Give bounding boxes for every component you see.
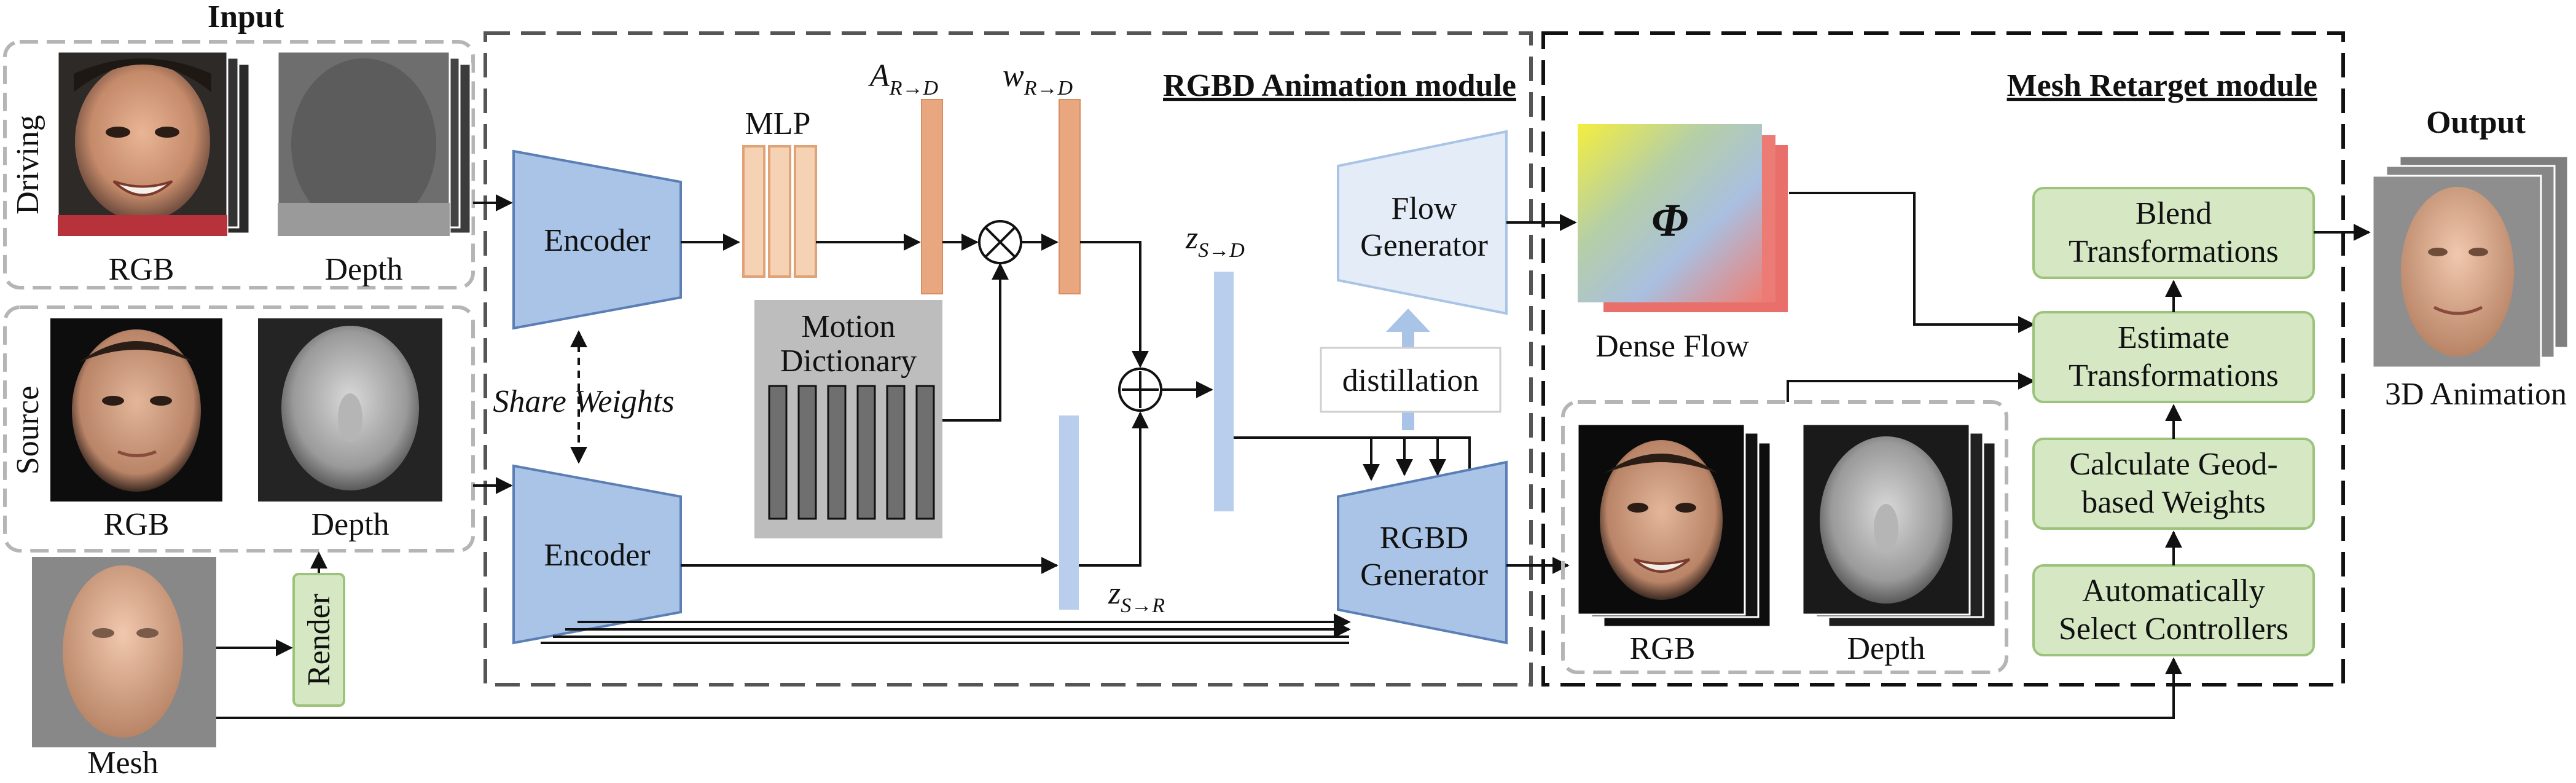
encoder-bottom <box>512 464 682 645</box>
encoder-bottom-label: Encoder <box>544 538 650 573</box>
encoder-top <box>512 149 682 330</box>
multiply-operator <box>978 220 1022 264</box>
mesh-image <box>32 557 216 747</box>
dense-flow-label: Dense Flow <box>1595 329 1749 364</box>
driving-depth-stack <box>276 50 472 237</box>
a-label-main: A <box>868 58 890 93</box>
driving-group-box <box>3 40 475 289</box>
w-vector <box>1059 99 1081 294</box>
driving-label: Driving <box>10 115 45 214</box>
arrow-w-to-plus <box>1080 241 1149 368</box>
driving-depth-label: Depth <box>324 252 402 287</box>
rgbd-generator-line1: RGBD <box>1380 521 1468 556</box>
mlp-block <box>742 145 817 278</box>
output-title: Output <box>2426 105 2526 140</box>
retarget-module-title: Mesh Retarget module <box>2007 68 2317 103</box>
source-label: Source <box>10 386 45 474</box>
step-select-controllers-line1: Automatically <box>2082 573 2265 608</box>
zsd-vector <box>1214 272 1234 511</box>
dense-flow-stack <box>1578 124 1788 312</box>
output-caption: 3D Animation <box>2385 377 2567 412</box>
render-label: Render <box>302 594 337 686</box>
mesh-label: Mesh <box>87 746 159 780</box>
zsr-label-sub: S→R <box>1121 594 1165 617</box>
flow-generator-line1: Flow <box>1392 191 1457 226</box>
rgbd-generator <box>1337 460 1508 645</box>
source-rgb-image <box>50 318 222 502</box>
plus-operator <box>1118 368 1162 412</box>
step-estimate-line2: Transformations <box>2069 358 2279 393</box>
a-label: AR→D <box>868 58 939 100</box>
source-rgb-label: RGB <box>104 507 170 542</box>
zsr-label: zS→R <box>1108 576 1165 617</box>
generated-rgbd-box <box>1561 400 2008 674</box>
step-geod-weights-line2: based Weights <box>2081 485 2266 520</box>
zsd-label-main: z <box>1185 221 1198 256</box>
flow-generator <box>1337 130 1508 315</box>
generated-rgb-label: RGB <box>1630 631 1696 666</box>
step-estimate-line1: Estimate <box>2118 320 2230 355</box>
a-vector <box>921 99 943 294</box>
flow-generator-line2: Generator <box>1360 228 1488 263</box>
generated-rgb-stack <box>1576 423 1772 628</box>
arrow-denseflow-to-estimate <box>1789 192 2035 333</box>
encoder-top-label: Encoder <box>544 223 650 258</box>
zsr-vector <box>1059 415 1079 610</box>
motion-dictionary-bars <box>768 385 935 520</box>
generated-depth-label: Depth <box>1847 631 1925 666</box>
input-title: Input <box>208 0 284 34</box>
driving-rgb-stack <box>57 50 251 237</box>
arrow-mesh-to-select-controllers <box>216 657 2182 719</box>
mlp-label: MLP <box>745 106 811 141</box>
distillation-box <box>1320 347 1501 413</box>
step-blend-line1: Blend <box>2136 196 2212 231</box>
w-label-main: w <box>1003 58 1024 93</box>
zsr-label-main: z <box>1108 576 1121 611</box>
motion-dictionary-line1: Motion <box>801 309 895 344</box>
w-label: wR→D <box>1003 58 1073 100</box>
distillation-label: distillation <box>1342 363 1479 398</box>
share-weights-label: Share Weights <box>493 384 674 419</box>
source-depth-label: Depth <box>311 507 389 542</box>
rgbd-animation-module-box <box>483 31 1533 687</box>
arrow-zsr-to-plus <box>1079 411 1149 567</box>
generated-depth-stack <box>1801 423 1997 628</box>
render-box <box>292 573 345 707</box>
zsd-label: zS→D <box>1185 221 1245 262</box>
motion-dictionary-line2: Dictionary <box>780 344 917 379</box>
mesh-retarget-module-box <box>1541 31 2345 687</box>
arrow-dictionary-to-multiply <box>942 262 1009 422</box>
a-label-sub: R→D <box>889 77 939 100</box>
step-blend-line2: Transformations <box>2069 234 2279 269</box>
driving-rgb-label: RGB <box>109 252 174 287</box>
step-select-controllers-line2: Select Controllers <box>2059 612 2288 647</box>
w-label-sub: R→D <box>1024 77 1073 100</box>
dense-flow-phi: Φ <box>1651 195 1688 246</box>
zsd-label-sub: S→D <box>1198 239 1245 262</box>
output-animation-stack <box>2371 155 2569 369</box>
source-group-box <box>3 305 475 553</box>
rgbd-generator-line2: Generator <box>1360 557 1488 592</box>
step-geod-weights-line1: Calculate Geod- <box>2069 447 2277 482</box>
arrow-rgbd-to-estimate <box>1787 372 2035 402</box>
animation-module-title: RGBD Animation module <box>1163 68 1516 103</box>
source-depth-image <box>258 318 442 502</box>
